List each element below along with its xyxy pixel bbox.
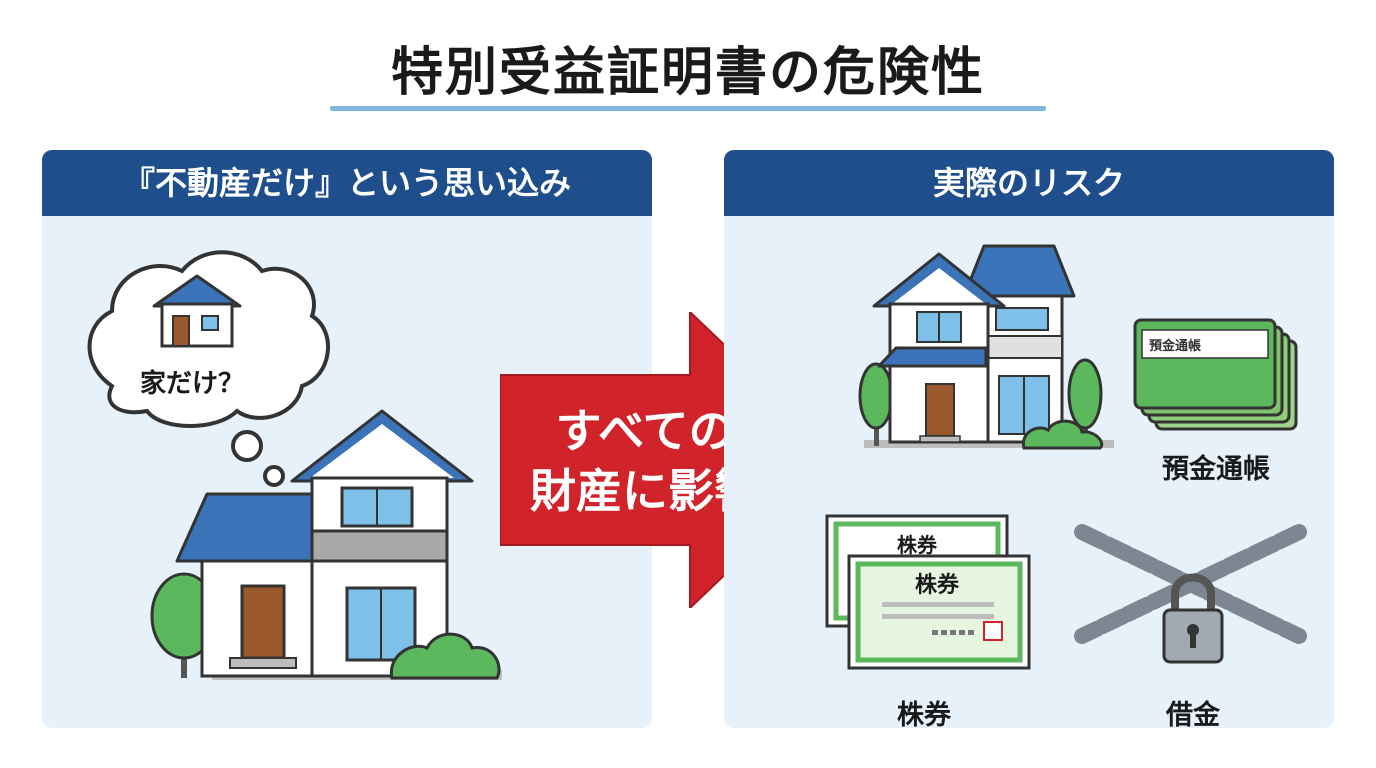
stocks-label: 株券	[897, 699, 952, 728]
debt-label: 借金	[1165, 699, 1221, 728]
stock-front-text: 株券	[915, 572, 960, 598]
thought-bubble: 家だけ？	[87, 250, 330, 487]
small-house-icon	[152, 274, 242, 348]
right-panel: 実際のリスク	[724, 150, 1334, 728]
stock-certificate-icon: 株券 株券	[825, 514, 1031, 670]
right-panel-illustration: 預金通帳 預金通帳 株券 株券 株券	[825, 244, 1307, 728]
thought-bubble-text: 家だけ？	[140, 368, 244, 399]
deposit-label: 預金通帳	[1162, 453, 1270, 485]
big-house-icon	[150, 409, 502, 680]
chain-lock-icon	[1074, 524, 1307, 664]
left-panel-illustration: 家だけ？	[87, 250, 502, 680]
left-panel-header: 『不動産だけ』という思い込み	[42, 150, 652, 216]
arrow-text-line2: 財産に影響	[530, 464, 760, 518]
passbook-icon: 預金通帳	[1133, 318, 1298, 431]
house-icon	[858, 244, 1114, 450]
page-title: 特別受益証明書の危険性	[390, 43, 985, 103]
stock-back-text: 株券	[897, 533, 938, 557]
passbook-cover-text: 預金通帳	[1149, 338, 1201, 354]
right-panel-header: 実際のリスク	[724, 150, 1334, 216]
title-underline	[330, 106, 1046, 111]
arrow-text-line1: すべての	[555, 404, 735, 458]
